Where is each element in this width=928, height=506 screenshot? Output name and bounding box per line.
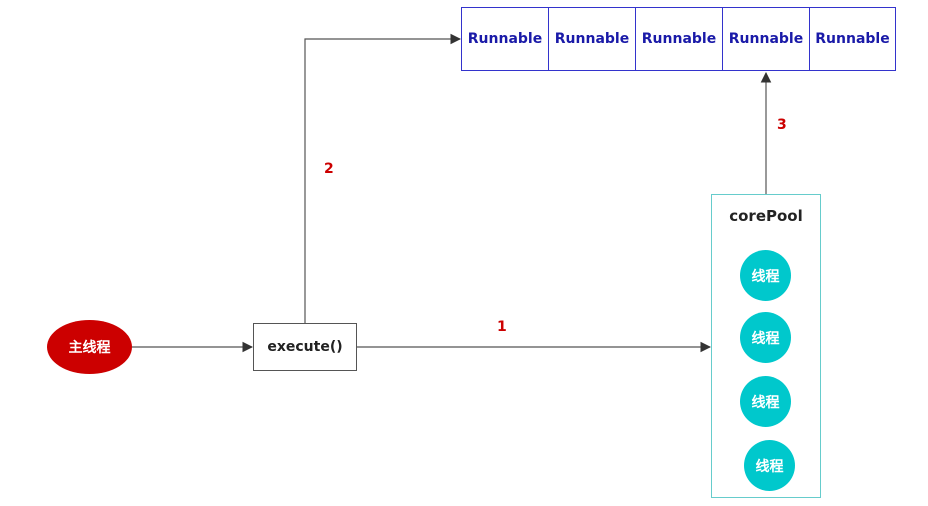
worker-thread-1: 线程 <box>740 250 791 301</box>
step-label-1: 1 <box>497 319 507 335</box>
core-pool-title: corePool <box>729 207 803 225</box>
arrow-execute-to-queue <box>304 33 462 323</box>
step-label-3: 3 <box>777 117 787 133</box>
worker-thread-3: 线程 <box>740 376 791 427</box>
execute-node: execute() <box>253 323 357 371</box>
worker-thread-4: 线程 <box>744 440 795 491</box>
step-label-2: 2 <box>324 161 334 177</box>
queue-item-runnable-4: Runnable <box>722 7 810 71</box>
worker-thread-2: 线程 <box>740 312 791 363</box>
queue-item-runnable-3: Runnable <box>635 7 723 71</box>
queue-item-runnable-1: Runnable <box>461 7 549 71</box>
queue-item-runnable-2: Runnable <box>548 7 636 71</box>
queue-item-runnable-5: Runnable <box>809 7 896 71</box>
main-thread-node: 主线程 <box>47 320 132 374</box>
